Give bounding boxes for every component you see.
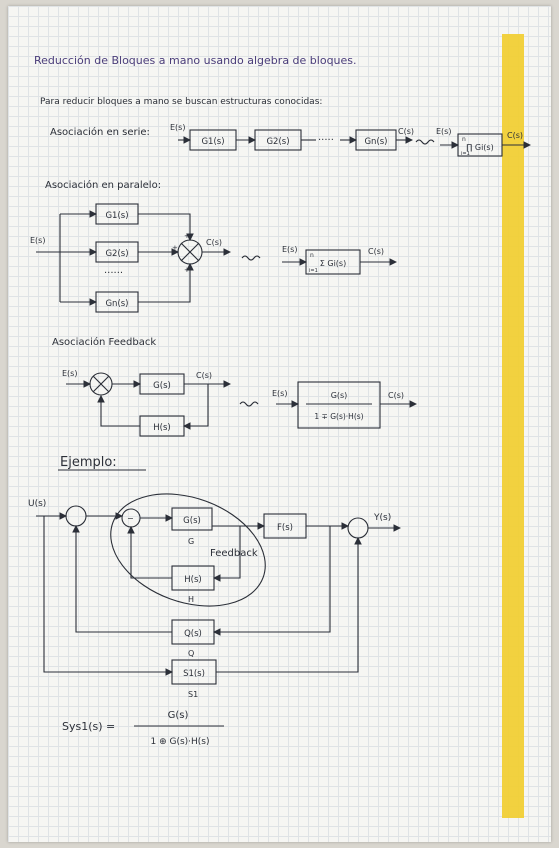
paralelo-input: E(s)	[30, 236, 45, 245]
paralelo-block-2-label: G2(s)	[105, 249, 128, 259]
feedback-back-label: H(s)	[153, 423, 170, 433]
serie-block-n-label: Gn(s)	[364, 137, 387, 147]
ejemplo-g-name: G	[188, 537, 194, 546]
ejemplo-sum-3	[347, 517, 369, 539]
ejemplo-input: U(s)	[28, 499, 46, 509]
feedback-eq-input: E(s)	[272, 389, 287, 398]
paralelo-eq-block-label: Σ Gi(s)	[320, 259, 346, 268]
serie-equivalence-squiggle	[415, 139, 435, 145]
feedback-eq-num: G(s)	[331, 391, 348, 400]
ejemplo-feedback-note: Feedback	[210, 548, 258, 559]
ejemplo-s1-name: S1	[188, 690, 198, 699]
page-title: Reducción de Bloques a mano usando algeb…	[34, 54, 357, 67]
feedback-input: E(s)	[62, 369, 77, 378]
notebook-page	[8, 6, 551, 842]
ejemplo-sys-den: 1 ⊕ G(s)·H(s)	[150, 737, 209, 747]
ejemplo-sum-2-sign: −	[127, 514, 134, 523]
ejemplo-feedback-ellipse	[110, 493, 266, 607]
paralelo-plus-3: +	[184, 266, 190, 274]
serie-block-2-label: G2(s)	[266, 137, 289, 147]
paralelo-block-1-label: G1(s)	[105, 211, 128, 221]
feedback-forward-label: G(s)	[153, 381, 171, 391]
serie-input: E(s)	[170, 123, 185, 132]
ejemplo-g-block	[171, 507, 213, 531]
feedback-equivalence-squiggle	[239, 401, 259, 407]
ejemplo-h-label: H(s)	[184, 575, 201, 585]
serie-eq-block-label: ∏ Gi(s)	[466, 143, 493, 152]
ejemplo-sys-num: G(s)	[168, 710, 189, 721]
paralelo-output: C(s)	[206, 238, 222, 247]
ejemplo-q-label: Q(s)	[184, 629, 202, 639]
serie-ellipsis: ·····	[318, 135, 334, 146]
paralelo-eq-input: E(s)	[282, 245, 297, 254]
ejemplo-sum-1	[65, 505, 87, 527]
serie-label: Asociación en serie:	[50, 126, 150, 138]
feedback-output: C(s)	[196, 371, 212, 380]
serie-eq-input: E(s)	[436, 127, 451, 136]
paralelo-eq-bottom: i=1	[309, 268, 318, 274]
paralelo-ellipsis: ······	[104, 268, 123, 279]
paralelo-block-n-label: Gn(s)	[105, 299, 128, 309]
ejemplo-s1-label: S1(s)	[183, 669, 205, 679]
feedback-eq-block	[297, 381, 381, 429]
serie-output: C(s)	[398, 127, 414, 136]
paralelo-plus-2: +	[172, 244, 178, 252]
ejemplo-f-label: F(s)	[277, 523, 293, 533]
paralelo-eq-top: n	[310, 252, 314, 259]
ejemplo-output: Y(s)	[373, 513, 391, 523]
feedback-eq-den: 1 ∓ G(s)·H(s)	[314, 412, 363, 421]
paralelo-eq-output: C(s)	[368, 247, 384, 256]
serie-eq-bottom: i=1	[461, 151, 470, 157]
feedback-label: Asociación Feedback	[52, 336, 156, 348]
paralelo-plus-1: +	[184, 232, 190, 240]
serie-eq-output: C(s)	[507, 131, 523, 140]
ejemplo-h-name: H	[188, 595, 194, 604]
serie-block-1-label: G1(s)	[201, 137, 224, 147]
paralelo-equivalence-squiggle	[241, 255, 261, 261]
ejemplo-label: Ejemplo:	[60, 455, 117, 470]
feedback-eq-output: C(s)	[388, 391, 404, 400]
intro-text: Para reducir bloques a mano se buscan es…	[40, 97, 322, 107]
paralelo-label: Asociación en paralelo:	[45, 179, 161, 191]
highlighter-mark	[502, 34, 524, 818]
serie-eq-top: n	[462, 136, 466, 143]
ejemplo-g-label: G(s)	[183, 516, 201, 526]
ejemplo-q-name: Q	[188, 649, 194, 658]
ejemplo-sys-label: Sys1(s) =	[62, 720, 115, 733]
